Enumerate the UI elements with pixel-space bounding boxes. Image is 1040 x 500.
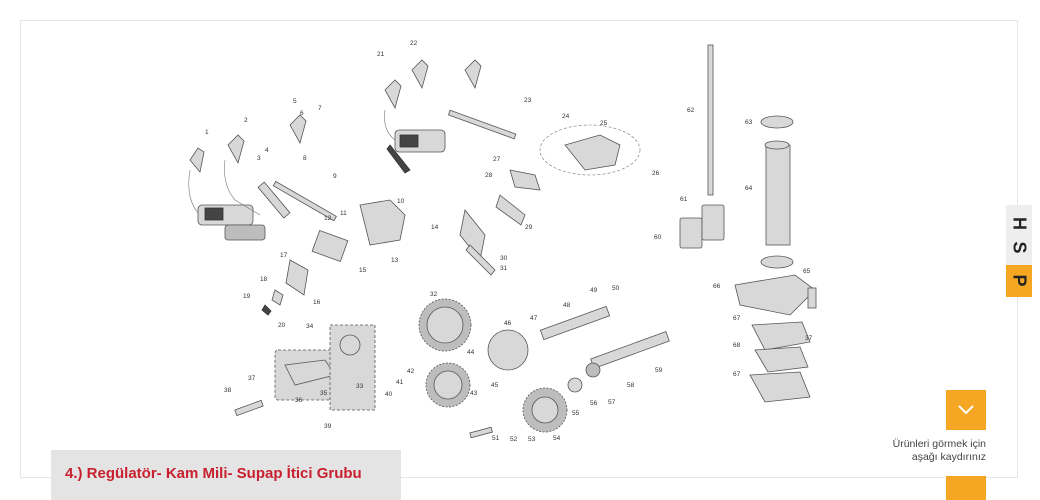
svg-text:68: 68: [733, 342, 741, 349]
svg-text:46: 46: [504, 320, 512, 327]
svg-text:27: 27: [493, 156, 501, 163]
svg-text:50: 50: [612, 285, 620, 292]
diagram-frame: [20, 20, 1018, 478]
chevron-down-icon: [958, 405, 974, 415]
scroll-hint-line2: aşağı kaydırınız: [911, 451, 986, 463]
svg-text:62: 62: [687, 107, 695, 114]
svg-text:52: 52: [510, 436, 518, 443]
svg-text:4: 4: [265, 147, 269, 154]
logo-letter: S: [1009, 241, 1030, 254]
svg-text:6: 6: [300, 110, 304, 117]
svg-text:55: 55: [572, 410, 580, 417]
svg-text:67: 67: [733, 315, 741, 322]
governor-assembly-left: [188, 114, 406, 316]
svg-text:38: 38: [224, 387, 232, 394]
svg-text:51: 51: [492, 435, 500, 442]
svg-text:12: 12: [324, 215, 332, 222]
svg-text:37: 37: [805, 335, 813, 342]
svg-text:47: 47: [530, 315, 538, 322]
svg-text:42: 42: [407, 368, 415, 375]
svg-text:63: 63: [745, 119, 753, 126]
svg-text:32: 32: [430, 291, 438, 298]
svg-text:13: 13: [391, 257, 399, 264]
svg-text:19: 19: [243, 293, 251, 300]
svg-text:35: 35: [320, 390, 328, 397]
svg-text:37: 37: [248, 375, 256, 382]
svg-text:30: 30: [500, 255, 508, 262]
logo-letter: H: [1009, 217, 1030, 230]
caption-title: 4.) Regülatör- Kam Mili- Supap İtici Gru…: [65, 465, 362, 482]
svg-text:2: 2: [244, 117, 248, 124]
svg-text:39: 39: [324, 423, 332, 430]
svg-text:16: 16: [313, 299, 321, 306]
svg-text:40: 40: [385, 391, 393, 398]
svg-text:34: 34: [306, 323, 314, 330]
svg-text:11: 11: [340, 210, 347, 217]
svg-text:14: 14: [431, 224, 439, 231]
brand-side-logo[interactable]: H S P: [1006, 205, 1032, 297]
svg-text:44: 44: [467, 349, 475, 356]
svg-text:67: 67: [733, 371, 741, 378]
svg-text:10: 10: [397, 198, 405, 205]
svg-text:21: 21: [377, 51, 385, 58]
svg-text:17: 17: [280, 252, 288, 259]
svg-text:56: 56: [590, 400, 598, 407]
svg-text:60: 60: [654, 234, 662, 241]
svg-text:66: 66: [713, 283, 721, 290]
svg-text:58: 58: [627, 382, 635, 389]
svg-text:1: 1: [205, 129, 209, 136]
svg-text:65: 65: [803, 268, 811, 275]
governor-assembly-center: [384, 59, 641, 276]
svg-text:54: 54: [553, 435, 561, 442]
svg-text:57: 57: [608, 399, 616, 406]
svg-text:8: 8: [303, 155, 307, 162]
svg-text:49: 49: [590, 287, 598, 294]
svg-text:31: 31: [500, 265, 508, 272]
svg-text:9: 9: [333, 173, 337, 180]
scroll-hint: Ürünleri görmek için aşağı kaydırınız: [893, 438, 986, 464]
svg-text:15: 15: [359, 267, 367, 274]
svg-text:3: 3: [257, 155, 261, 162]
svg-text:48: 48: [563, 302, 571, 309]
svg-text:22: 22: [410, 40, 418, 47]
svg-text:5: 5: [293, 98, 297, 105]
svg-text:18: 18: [260, 276, 268, 283]
svg-text:28: 28: [485, 172, 493, 179]
gear-cam-group: [234, 298, 670, 439]
svg-text:23: 23: [524, 97, 532, 104]
svg-text:64: 64: [745, 185, 753, 192]
diagram-caption: 4.) Regülatör- Kam Mili- Supap İtici Gru…: [51, 450, 401, 500]
svg-text:33: 33: [356, 383, 364, 390]
svg-text:43: 43: [470, 390, 478, 397]
svg-text:7: 7: [318, 105, 322, 112]
svg-text:41: 41: [396, 379, 404, 386]
svg-text:26: 26: [652, 170, 660, 177]
svg-text:20: 20: [278, 322, 286, 329]
svg-text:29: 29: [525, 224, 533, 231]
scroll-down-button[interactable]: [946, 390, 986, 430]
svg-text:59: 59: [655, 367, 663, 374]
svg-text:25: 25: [600, 120, 608, 127]
svg-text:24: 24: [562, 113, 570, 120]
scroll-hint-line1: Ürünleri görmek için: [892, 438, 986, 450]
right-column-parts: [679, 44, 817, 403]
scroll-bottom-accent: [946, 476, 986, 500]
svg-text:61: 61: [680, 196, 688, 203]
svg-text:36: 36: [295, 397, 303, 404]
svg-text:45: 45: [491, 382, 499, 389]
logo-accent: [1006, 265, 1032, 297]
svg-text:53: 53: [528, 436, 536, 443]
logo-letter: P: [1009, 274, 1030, 287]
